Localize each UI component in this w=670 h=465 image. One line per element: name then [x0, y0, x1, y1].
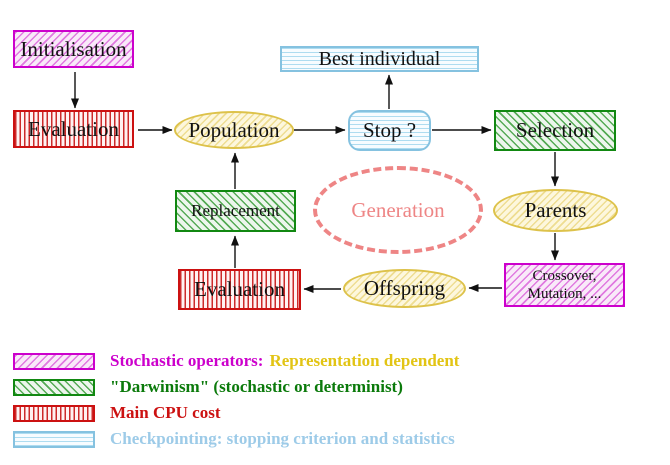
legend-label-darwinism: "Darwinism" (stochastic or determinist): [110, 377, 403, 396]
node-stop: Stop ?: [348, 110, 431, 151]
node-evaluation-bottom: Evaluation: [178, 269, 301, 310]
legend-label-main-cpu-cost: Main CPU cost: [110, 403, 221, 422]
legend-label-representation-dependent: Representation dependent: [269, 351, 460, 370]
legend-row-darwinism: "Darwinism" (stochastic or determinist): [13, 377, 403, 397]
legend-text-stochastic-operators: Stochastic operators: Representation depe…: [110, 351, 459, 371]
legend-swatch-stochastic-operators: [13, 352, 95, 370]
node-best-individual-label: Best individual: [318, 47, 441, 70]
node-offspring-label: Offspring: [363, 276, 446, 300]
node-replacement: Replacement: [175, 190, 296, 232]
legend-row-stochastic-operators: Stochastic operators: Representation depe…: [13, 351, 459, 371]
node-population-label: Population: [188, 117, 280, 142]
node-crossover-label-line1: Crossover,: [532, 268, 597, 284]
legend-row-main-cpu-cost: Main CPU cost: [13, 403, 220, 423]
node-offspring: Offspring: [343, 269, 466, 308]
legend-row-checkpointing: Checkpointing: stopping criterion and st…: [13, 429, 455, 449]
legend-label-stochastic-operators: Stochastic operators:: [110, 351, 264, 370]
node-parents-label: Parents: [524, 198, 587, 222]
legend-swatch-main-cpu-cost: [13, 404, 95, 422]
node-crossover-mutation: Crossover, Mutation, ...: [504, 263, 625, 307]
generation-cycle-ellipse: Generation: [313, 166, 483, 254]
legend-label-checkpointing: Checkpointing: stopping criterion and st…: [110, 429, 455, 448]
generation-label: Generation: [351, 197, 445, 222]
node-evaluation-top: Evaluation: [13, 110, 134, 148]
node-best-individual: Best individual: [280, 46, 479, 72]
node-stop-label: Stop ?: [362, 118, 417, 142]
node-crossover-label-line2: Mutation, ...: [527, 286, 602, 302]
node-evaluation-top-label: Evaluation: [28, 116, 119, 141]
node-initialisation: Initialisation: [13, 30, 134, 68]
node-population: Population: [174, 111, 294, 149]
node-replacement-label: Replacement: [191, 201, 280, 220]
legend-swatch-darwinism: [13, 378, 95, 396]
node-selection-label: Selection: [515, 118, 595, 142]
node-parents: Parents: [493, 189, 618, 232]
node-evaluation-bottom-label: Evaluation: [194, 277, 285, 301]
legend-swatch-checkpointing: [13, 430, 95, 448]
node-selection: Selection: [494, 110, 616, 151]
node-initialisation-label: Initialisation: [20, 36, 127, 61]
